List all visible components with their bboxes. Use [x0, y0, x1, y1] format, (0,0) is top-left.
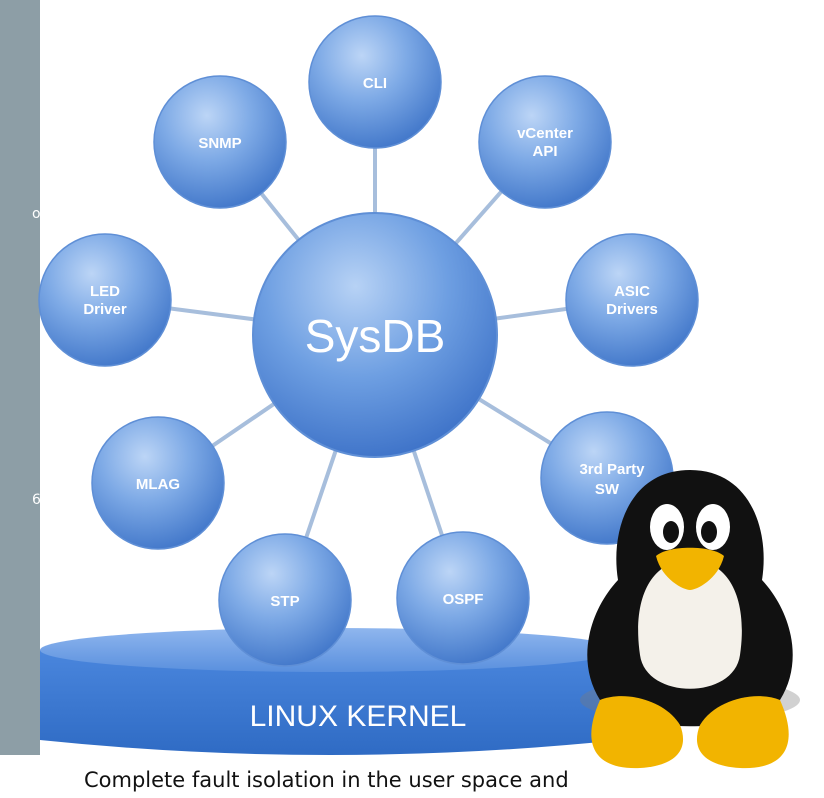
node-stp: STP — [218, 533, 352, 667]
tux-penguin-icon — [580, 470, 800, 769]
node-led-driver: LED Driver — [38, 233, 172, 367]
sysdb-label: SysDB — [305, 310, 446, 362]
node-label-vcenter-api: API — [532, 143, 557, 160]
penguin-belly — [638, 560, 742, 689]
sysdb-node: SysDB — [252, 212, 498, 458]
node-cli: CLI — [308, 15, 442, 149]
penguin-pupil-left — [663, 521, 679, 543]
node-label-vcenter: vCenter — [517, 125, 573, 142]
node-label-led-driver: Driver — [83, 301, 127, 318]
penguin-beak — [656, 547, 724, 590]
node-circle — [308, 15, 442, 149]
penguin-foot-right — [696, 696, 789, 769]
node-circle — [565, 233, 699, 367]
node-label-third-party-sw: SW — [595, 481, 620, 498]
node-label-snmp: SNMP — [198, 135, 241, 152]
node-label-third-party: 3rd Party — [579, 461, 645, 478]
node-circle — [91, 416, 225, 550]
kernel-side — [40, 650, 620, 755]
penguin-pupil-right — [701, 521, 717, 543]
side-panel — [0, 0, 40, 755]
panel-edge-text: o — [32, 206, 41, 222]
node-label-asic-drivers: Drivers — [606, 301, 658, 318]
node-circle — [153, 75, 287, 209]
node-label-asic: ASIC — [614, 283, 650, 300]
node-label-ospf: OSPF — [443, 591, 484, 608]
node-circle — [38, 233, 172, 367]
penguin-foot-left — [591, 696, 684, 769]
node-label-mlag: MLAG — [136, 476, 180, 493]
kernel-label: LINUX KERNEL — [250, 700, 467, 733]
node-label-led: LED — [90, 283, 120, 300]
panel-edge-text: 6 — [32, 492, 41, 508]
node-snmp: SNMP — [153, 75, 287, 209]
node-label-stp: STP — [270, 593, 299, 610]
node-asic-drivers: ASIC Drivers — [565, 233, 699, 367]
node-circle — [218, 533, 352, 667]
node-vcenter-api: vCenter API — [478, 75, 612, 209]
node-mlag: MLAG — [91, 416, 225, 550]
caption-text: Complete fault isolation in the user spa… — [84, 768, 569, 792]
node-circle — [478, 75, 612, 209]
node-circle — [396, 531, 530, 665]
sysdb-circle — [252, 212, 498, 458]
node-ospf: OSPF — [396, 531, 530, 665]
node-label-cli: CLI — [363, 75, 387, 92]
